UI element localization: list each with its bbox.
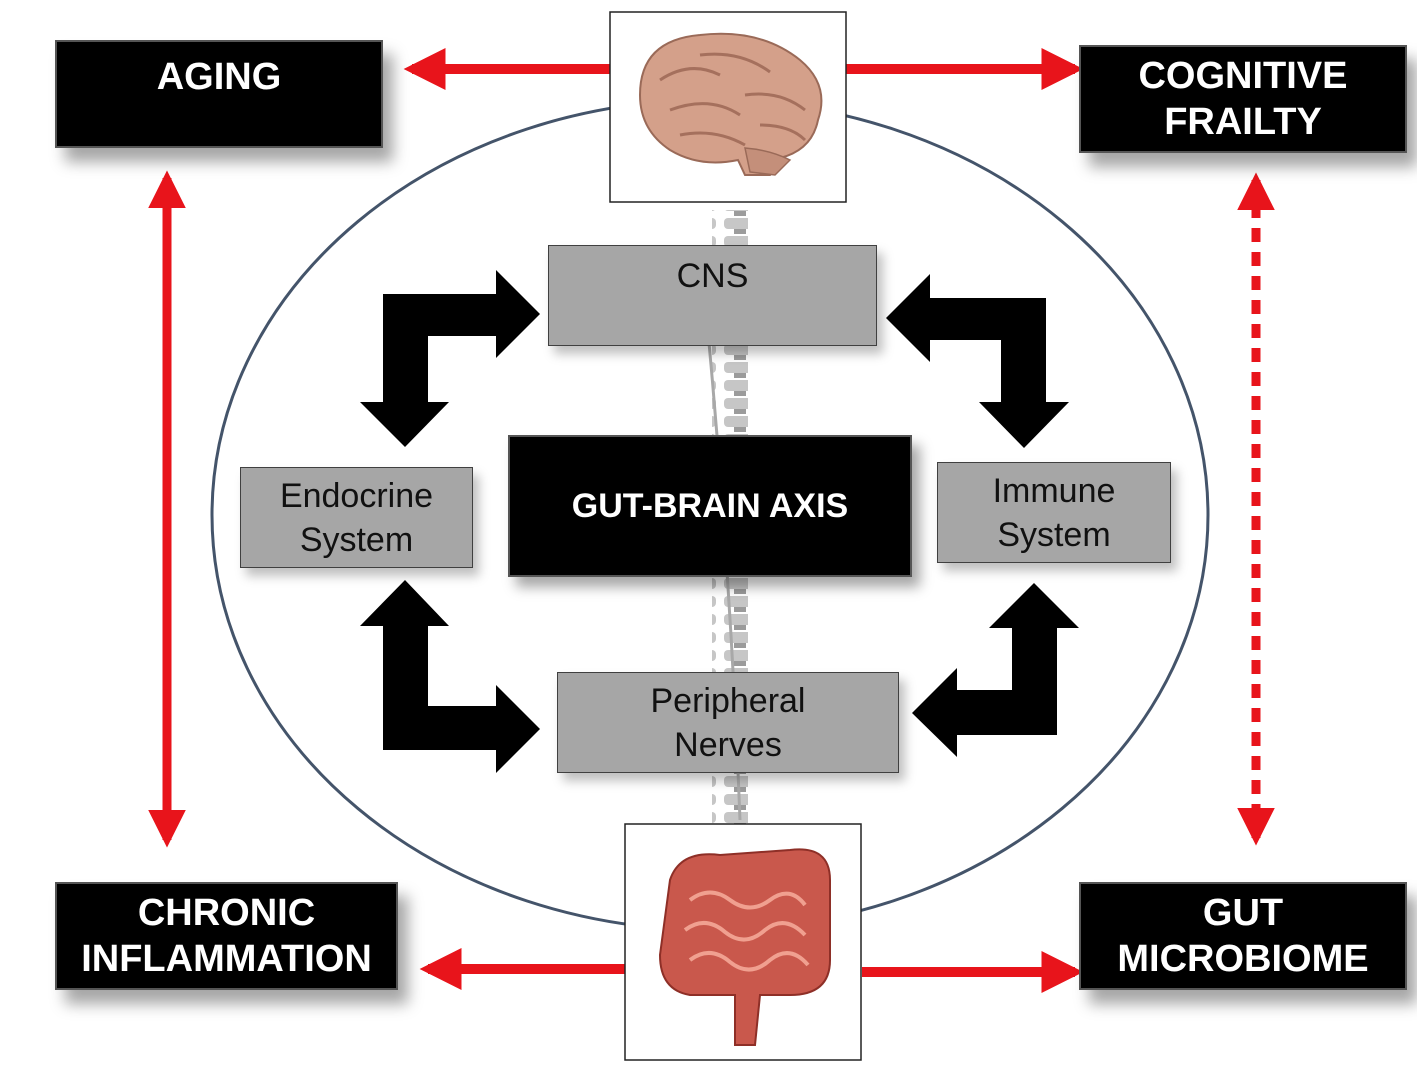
gut-brain-axis-label: GUT-BRAIN AXIS bbox=[571, 486, 849, 525]
endocrine-label-line2: System bbox=[299, 520, 414, 559]
arrow-cns-immune bbox=[886, 274, 1069, 448]
aging-node: AGING bbox=[55, 40, 383, 148]
chronic-inflammation-node: CHRONIC INFLAMMATION bbox=[55, 882, 398, 990]
gut-microbiome-label-line1: GUT bbox=[1202, 892, 1284, 934]
cns-label: CNS bbox=[676, 257, 749, 295]
cognitive-frailty-label-line1: COGNITIVE bbox=[1138, 55, 1348, 97]
immune-label-line2: System bbox=[997, 515, 1111, 554]
immune-system-node: Immune System bbox=[937, 462, 1171, 563]
cognitive-frailty-node: COGNITIVE FRAILTY bbox=[1079, 45, 1407, 153]
arrow-immune-peripheral bbox=[912, 583, 1079, 757]
arrow-cns-endocrine bbox=[360, 270, 540, 447]
gut-microbiome-node: GUT MICROBIOME bbox=[1079, 882, 1407, 990]
chronic-inflammation-label-line1: CHRONIC bbox=[137, 892, 316, 934]
endocrine-system-node: Endocrine System bbox=[240, 467, 473, 568]
gut-microbiome-label-line2: MICROBIOME bbox=[1117, 938, 1369, 980]
peripheral-label-line2: Nerves bbox=[674, 725, 782, 764]
red-arrows bbox=[148, 48, 1275, 993]
gut-brain-axis-node: GUT-BRAIN AXIS bbox=[508, 435, 912, 577]
cognitive-frailty-label-line2: FRAILTY bbox=[1164, 101, 1322, 143]
arrow-endocrine-peripheral bbox=[360, 580, 540, 773]
black-arrows bbox=[360, 270, 1079, 773]
peripheral-nerves-node: Peripheral Nerves bbox=[557, 672, 899, 773]
chronic-inflammation-label-line2: INFLAMMATION bbox=[81, 938, 372, 980]
immune-label-line1: Immune bbox=[992, 471, 1116, 510]
brain-illustration bbox=[609, 11, 847, 203]
peripheral-label-line1: Peripheral bbox=[650, 681, 806, 720]
aging-label: AGING bbox=[156, 56, 282, 98]
intestine-illustration bbox=[624, 823, 862, 1061]
endocrine-label-line1: Endocrine bbox=[279, 476, 434, 515]
cns-node: CNS bbox=[548, 245, 877, 346]
